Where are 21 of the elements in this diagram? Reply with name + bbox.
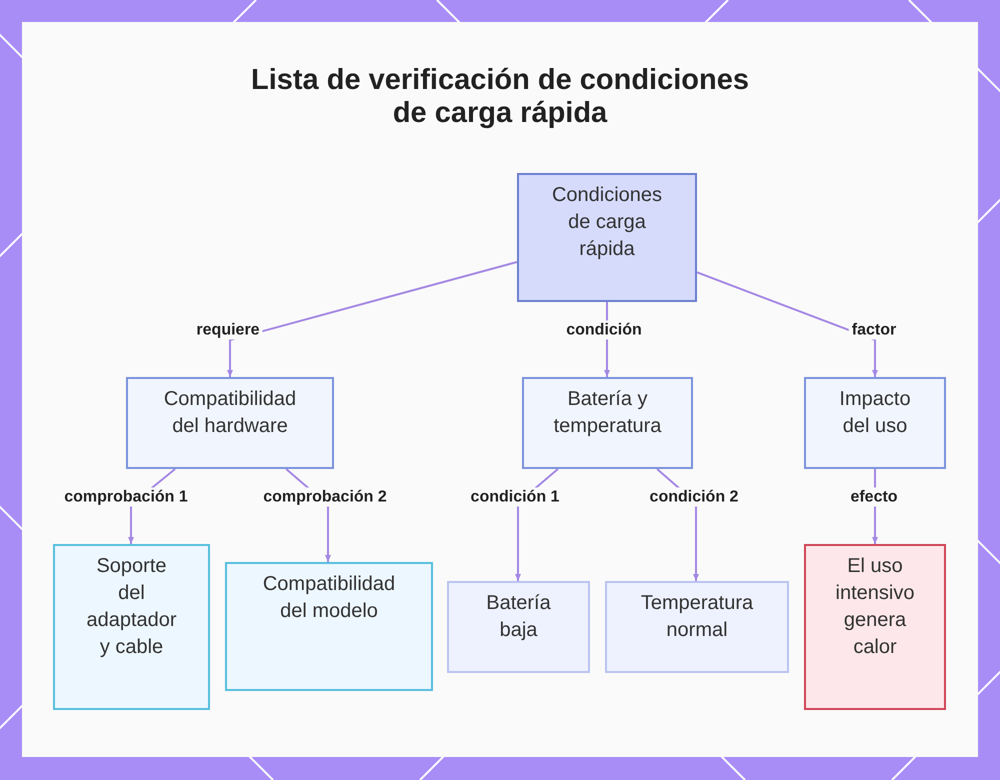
arrow <box>227 261 518 377</box>
node-label: Temperatura normal <box>640 591 754 643</box>
process-box <box>53 544 210 710</box>
process-box <box>522 377 693 469</box>
node-label: Batería y temperatura <box>552 387 662 439</box>
node-label: Batería baja <box>485 591 552 643</box>
node-label: Compatibilidad del hardware <box>162 387 298 439</box>
arrow <box>696 271 878 377</box>
node-label: Compatibilidad del modelo <box>262 572 396 624</box>
process-box <box>804 544 946 710</box>
process-box <box>804 377 946 469</box>
process-box <box>517 173 697 302</box>
process-box <box>447 581 590 673</box>
process-box <box>605 581 789 673</box>
node-label: Impacto del uso <box>838 387 912 439</box>
node-label: El uso intensivo genera calor <box>834 554 916 660</box>
process-box <box>225 562 433 691</box>
title: Lista de verificación de condiciones de carga rápida <box>250 64 750 130</box>
node-label: Condiciones de carga rápida <box>550 183 664 262</box>
process-box <box>126 377 334 469</box>
node-label: Soporte del adaptador y cable <box>85 554 178 660</box>
